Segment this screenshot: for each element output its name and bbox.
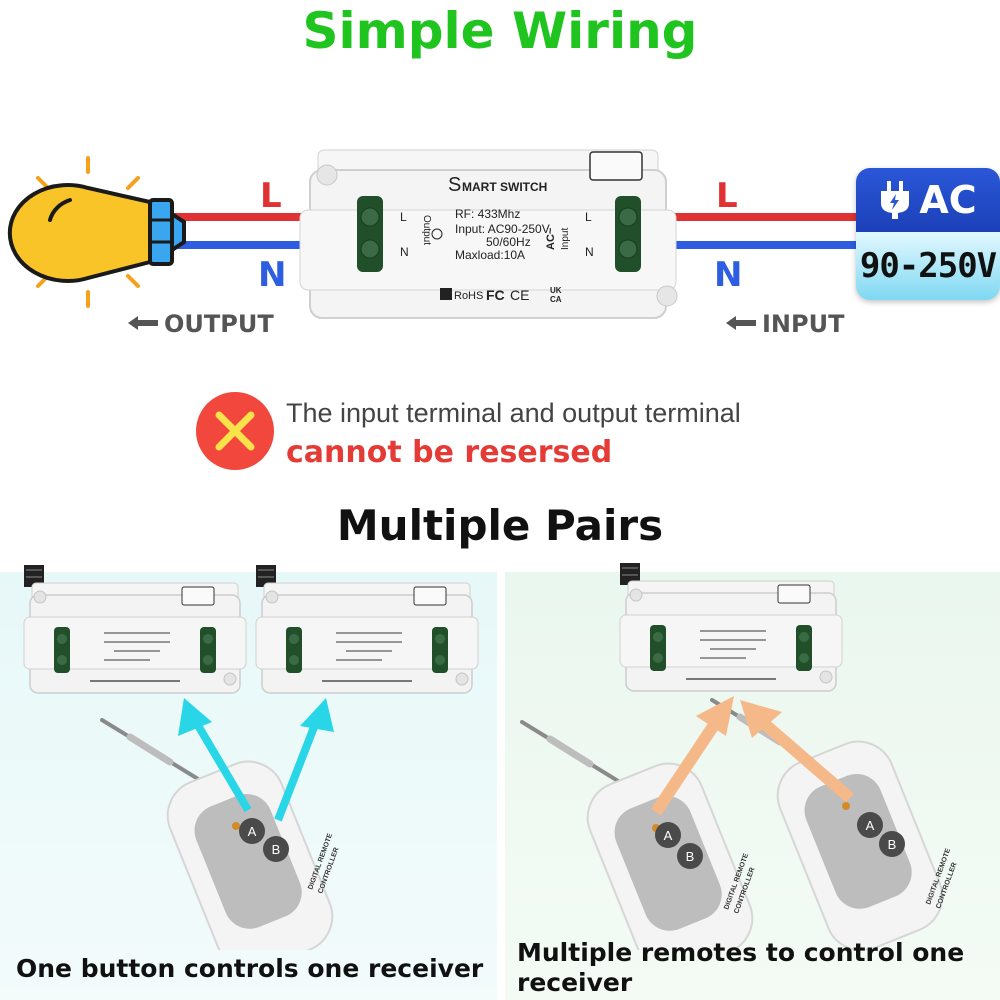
error-x-icon [196,392,274,470]
output-neutral-label: N [258,255,287,295]
voltage-range: 90-250V [859,246,997,286]
device-brand: MART SWITCH [462,180,547,194]
output-mark: Output [421,215,432,245]
spec-input: Input: AC90-250V [455,222,550,236]
remote-right2-buttons: A B [857,812,905,857]
output-label: OUTPUT [164,310,274,338]
spec-rf: RF: 433Mhz [455,207,520,221]
spec-maxload: Maxload:10A [455,248,525,262]
button-b-label: B [272,842,281,857]
caption-left: One button controls one receiver [16,954,484,983]
cyan-signal-arrows [178,698,334,822]
ac-mark: AC~ [545,227,557,250]
input-N-mark: N [585,245,594,259]
ac-label: AC [919,178,977,222]
output-live-label: L [260,176,282,216]
input-terminal [615,196,641,272]
input-L-mark: L [585,210,592,224]
plug-icon [881,181,910,219]
button-b-label: B [686,849,695,864]
input-mark: Input [560,228,571,250]
remote-right1-buttons: A B [655,822,703,869]
input-live-label: L [716,176,738,216]
cert-fc: FC [486,287,505,303]
input-neutral-wire [655,241,860,249]
warning-emphasis: cannot be resersed [286,435,613,470]
output-L-mark: L [400,210,407,224]
button-a-label: A [664,828,673,843]
orange-signal-arrows [651,696,854,816]
spec-freq: 50/60Hz [486,235,531,249]
remote-right-1 [522,722,763,950]
input-neutral-label: N [714,255,743,295]
page-title: Simple Wiring [302,2,698,60]
button-a-label: A [248,824,257,839]
output-N-mark: N [400,245,409,259]
pair-button [589,151,643,181]
arrow-from-remote-2 [740,700,782,738]
arrow-from-remote-1 [696,696,734,736]
receiver-1 [23,564,247,694]
warning-text: The input terminal and output terminal [286,398,741,428]
smart-switch-device: S MART SWITCH RF: 433Mhz Input: AC90-250… [299,149,678,319]
input-arrow-icon [726,316,756,330]
caption-right: Multiple remotes to control one receiver [517,938,965,997]
output-live-wire [160,213,360,221]
ac-power-source: AC 90-250V [856,168,1000,300]
arrow-to-receiver-1 [178,698,212,736]
light-bulb-icon [7,156,186,308]
output-neutral-wire [160,241,360,249]
arrow-to-receiver-2 [300,698,334,732]
section-title-pairs: Multiple Pairs [336,501,664,550]
cert-rohs: RoHS [454,290,483,302]
device-brand-s: S [448,174,461,196]
cert-ca: CA [550,295,562,304]
wiring-diagram: S MART SWITCH RF: 433Mhz Input: AC90-250… [7,149,860,330]
receiver-2 [255,564,479,694]
receiver-shared [619,562,843,692]
remote-left-buttons: A B [239,818,289,862]
cert-ce: CE [510,287,529,303]
output-terminal [357,196,383,272]
input-label: INPUT [762,310,845,338]
button-a-label: A [866,818,875,833]
pairs-illustration: A B A B A B DIGITAL REMOTE CONTROLLER DI… [23,562,959,950]
button-b-label: B [888,837,897,852]
input-live-wire [655,213,860,221]
rohs-check-icon [440,288,452,300]
lamp-symbol-icon [431,228,443,240]
cert-uk: UK [550,286,562,295]
output-arrow-icon [128,316,158,330]
